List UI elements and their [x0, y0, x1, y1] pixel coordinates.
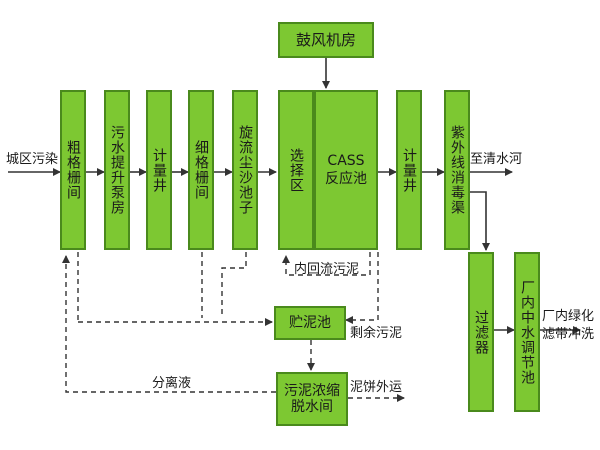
reuse-tank-box: 厂内中水调节池 — [514, 252, 540, 412]
dashed-filtrate-return — [62, 255, 276, 393]
uv-disinfection-label: 紫外线消毒渠 — [449, 125, 465, 215]
dashed-excess-sludge — [345, 252, 379, 324]
dewatering-box: 污泥浓缩脱水间 — [276, 372, 348, 426]
dewatering-label: 污泥浓缩脱水间 — [284, 383, 340, 415]
grit-tank-label: 旋流尘沙池子 — [237, 125, 253, 215]
reuse-tank-label: 厂内中水调节池 — [519, 279, 535, 385]
filter-label: 过滤器 — [473, 309, 489, 355]
grit-tank-box: 旋流尘沙池子 — [232, 90, 258, 250]
sludge-tank-box: 贮泥池 — [274, 306, 346, 340]
lift-pump-label: 污水提升泵房 — [109, 125, 125, 215]
excess-sludge-label: 剩余污泥 — [350, 326, 403, 341]
cass-reactor-box: CASS 反应池 — [314, 90, 378, 250]
meter-well-2-box: 计量井 — [396, 90, 422, 250]
uv-disinfection-box: 紫外线消毒渠 — [444, 90, 470, 250]
meter-well-1-label: 计量井 — [151, 147, 167, 193]
cass-sub-label: 反应池 — [325, 171, 367, 187]
selector-zone-label: 选择区 — [288, 147, 304, 193]
coarse-screen-box: 粗格栅间 — [60, 90, 86, 250]
filtrate-label: 分离液 — [152, 376, 192, 391]
filter-box: 过滤器 — [468, 252, 494, 412]
arrow-uv-to-filter — [470, 191, 490, 251]
coarse-screen-label: 粗格栅间 — [65, 140, 81, 200]
dashed-internal-return — [282, 252, 371, 276]
cake-out-label: 泥饼外运 — [350, 380, 403, 395]
lift-pump-box: 污水提升泵房 — [104, 90, 130, 250]
blower-room-label: 鼓风机房 — [295, 31, 356, 49]
meter-well-1-box: 计量井 — [146, 90, 172, 250]
selector-zone-box: 选择区 — [278, 90, 314, 250]
sludge-tank-label: 贮泥池 — [289, 315, 331, 331]
meter-well-2-label: 计量井 — [401, 147, 417, 193]
inlet-label: 城区污染 — [6, 152, 59, 167]
dashed-grit-waste — [221, 252, 247, 318]
blower-room-box: 鼓风机房 — [278, 22, 374, 58]
internal-return-label: 内回流污泥 — [294, 262, 360, 277]
outlet-river-label: 至清水河 — [470, 152, 523, 167]
fine-screen-box: 细格栅间 — [188, 90, 214, 250]
fine-screen-label: 细格栅间 — [193, 140, 209, 200]
reuse-label: 厂内绿化滤带冲洗 — [542, 309, 595, 342]
cass-name-label: CASS — [327, 153, 365, 169]
